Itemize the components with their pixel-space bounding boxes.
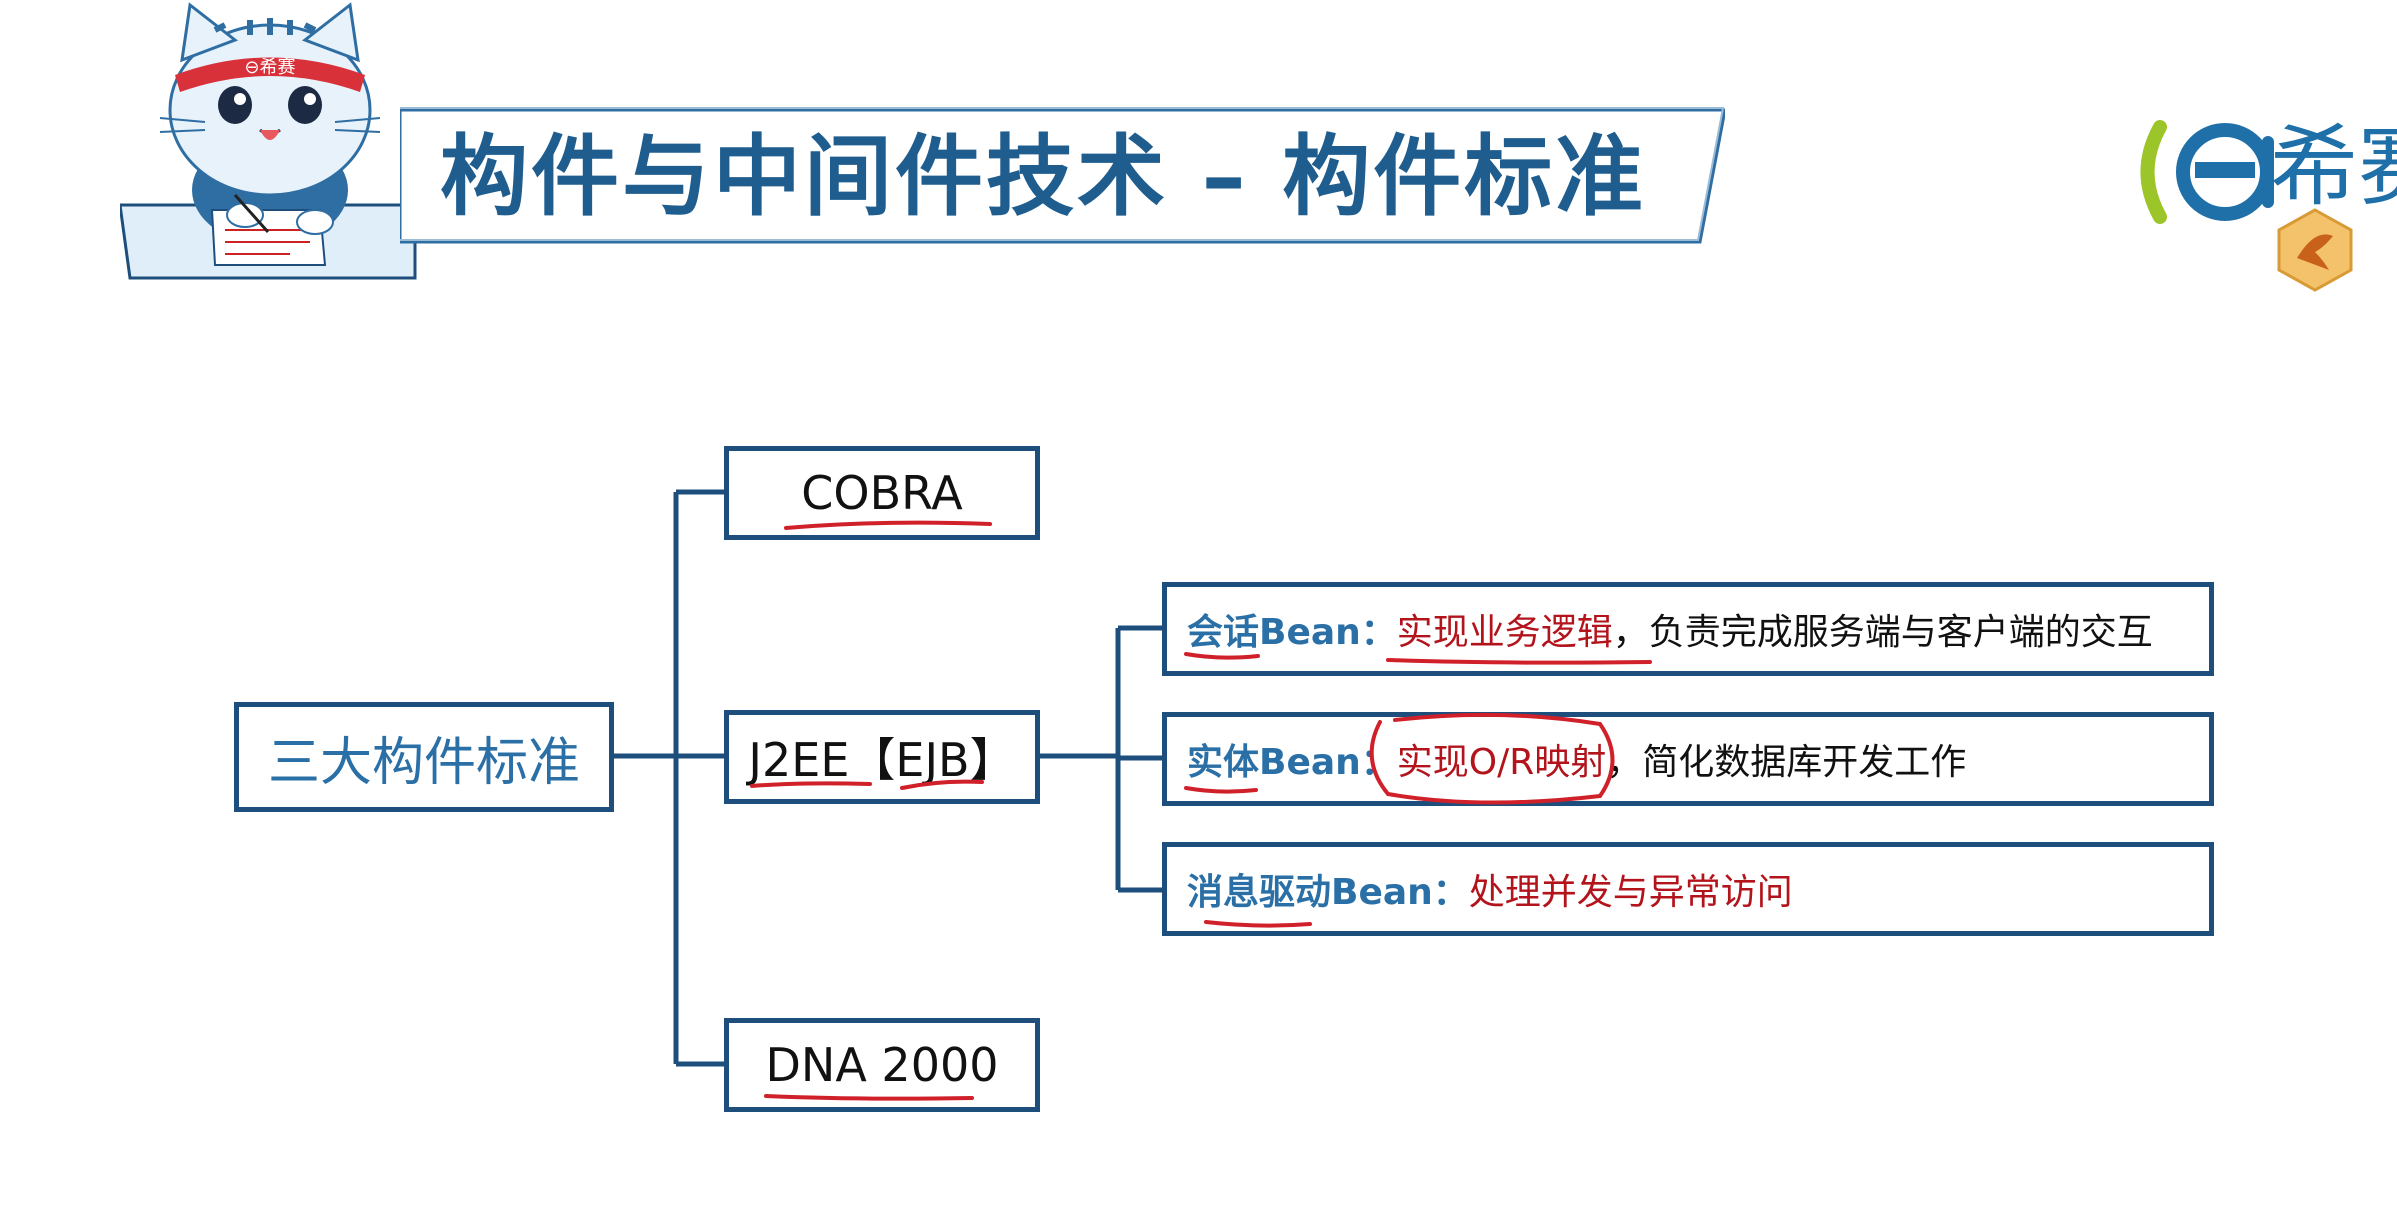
underline-message	[1204, 920, 1312, 928]
bean-highlight: 实现业务逻辑	[1396, 612, 1613, 653]
title-plate	[400, 107, 1725, 244]
bean-name: 会话Bean：	[1187, 612, 1397, 653]
brand-name: 希赛	[2270, 115, 2397, 218]
underline-j2ee	[750, 781, 872, 788]
bean-highlight: 处理并发与异常访问	[1468, 872, 1793, 913]
underline-session	[1184, 652, 1260, 660]
root-label: 三大构件标准	[267, 732, 580, 793]
underline-cobra	[784, 520, 992, 530]
bean-name: 消息驱动Bean：	[1187, 872, 1469, 913]
underline-entity	[1184, 786, 1258, 794]
mascot-illustration: ⊖希赛	[120, 2, 417, 280]
bean-node-message-driven: 消息驱动Bean：处理并发与异常访问	[1162, 842, 2214, 936]
circle-or-mapping	[1369, 712, 1615, 805]
bean-node-entity: 实体Bean：实现O/R映射，简化数据库开发工作	[1162, 712, 2214, 806]
standard-label: DNA 2000	[765, 1038, 999, 1092]
standard-node-dna: DNA 2000	[724, 1018, 1040, 1112]
bean-node-session: 会话Bean：实现业务逻辑，负责完成服务端与客户端的交互	[1162, 582, 2214, 676]
page-title: 构件与中间件技术 – 构件标准	[440, 125, 1647, 228]
mascot-band-text: ⊖希赛	[244, 57, 295, 78]
underline-ejb	[900, 779, 984, 790]
underline-business-logic	[1386, 658, 1652, 665]
bean-highlight: 实现O/R映射	[1396, 742, 1607, 783]
standard-label: COBRA	[801, 466, 963, 520]
root-node: 三大构件标准	[234, 702, 614, 812]
bean-description: ，负责完成服务端与客户端的交互	[1612, 612, 2153, 653]
underline-dna	[764, 1094, 974, 1101]
brand-logo	[2140, 120, 2274, 224]
bird-icon	[2277, 208, 2353, 292]
bean-name: 实体Bean：	[1187, 742, 1397, 783]
standard-label: J2EE【EJB】	[748, 733, 1016, 787]
bean-description: ，简化数据库开发工作	[1606, 742, 1967, 783]
standard-node-j2ee: J2EE【EJB】	[724, 710, 1040, 804]
